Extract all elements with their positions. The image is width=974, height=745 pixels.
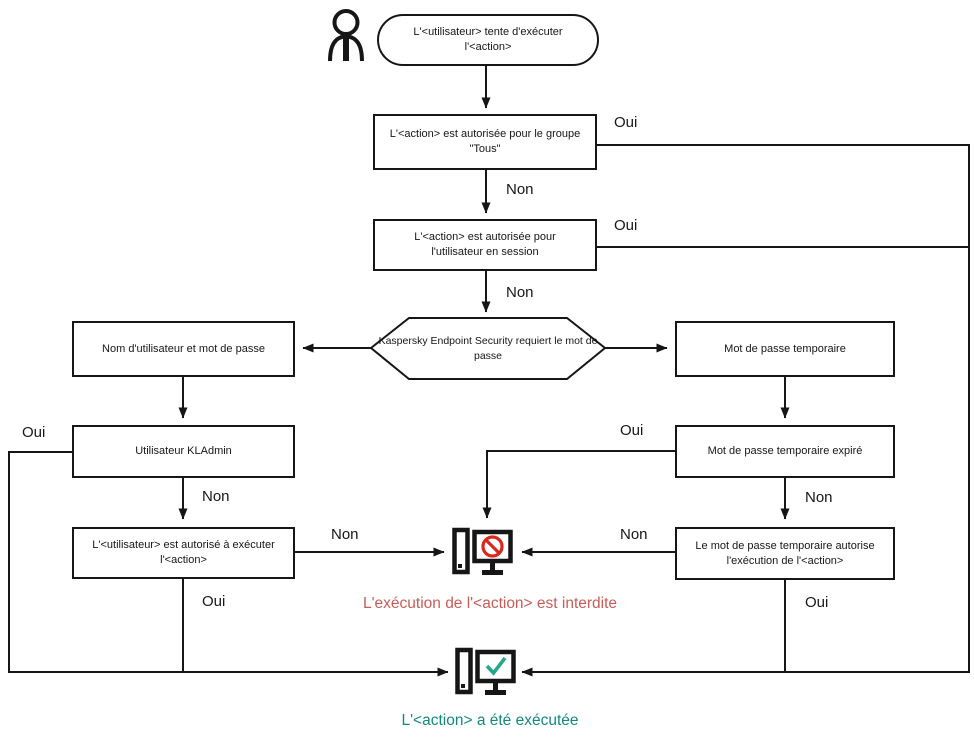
prohibition-sign-icon <box>481 535 504 558</box>
edge-label-oui-session: Oui <box>614 217 638 234</box>
edge-label-non-session: Non <box>506 284 534 301</box>
node-password-required: Kaspersky Endpoint Security requiert le … <box>378 335 598 362</box>
edge-label-non-user-authorized: Non <box>331 526 359 543</box>
node-user-authorized-to-execute: L'<utilisateur> est autorisé à exécuter … <box>72 527 295 579</box>
node-user-attempts-action: L'<utilisateur> tente d'exécuter l'<acti… <box>377 14 599 66</box>
checkmark-icon <box>485 656 507 676</box>
connector-lines <box>8 66 970 677</box>
edge-label-oui-temp-authorizes: Oui <box>805 594 829 611</box>
edge-label-oui-user-authorized: Oui <box>202 593 226 610</box>
node-temporary-password-expired: Mot de passe temporaire expiré <box>675 425 895 478</box>
node-action-allowed-for-session-user: L'<action> est autorisée pour l'utilisat… <box>373 219 597 271</box>
node-action-allowed-for-group: L'<action> est autorisée pour le groupe … <box>373 114 597 170</box>
edge-label-oui-kladmin: Oui <box>22 424 46 441</box>
node-temporary-password: Mot de passe temporaire <box>675 321 895 377</box>
edge-label-non-expired: Non <box>805 489 833 506</box>
decision-hexagon-shape <box>369 317 607 380</box>
user-icon <box>328 9 364 62</box>
edge-label-non-group: Non <box>506 181 534 198</box>
node-kladmin-user: Utilisateur KLAdmin <box>72 425 295 478</box>
success-computer-icon <box>455 647 516 695</box>
edge-label-oui-group: Oui <box>614 114 638 131</box>
node-temporary-password-authorizes: Le mot de passe temporaire autorise l'ex… <box>675 527 895 580</box>
node-username-and-password: Nom d'utilisateur et mot de passe <box>72 321 295 377</box>
edge-label-non-kladmin: Non <box>202 488 230 505</box>
edge-label-non-temp-authorizes: Non <box>620 526 648 543</box>
denied-computer-icon <box>452 527 513 575</box>
caption-action-denied: L'exécution de l'<action> est interdite <box>362 595 618 612</box>
edge-label-oui-expired: Oui <box>620 422 644 439</box>
caption-action-executed: L'<action> a été exécutée <box>401 712 579 729</box>
